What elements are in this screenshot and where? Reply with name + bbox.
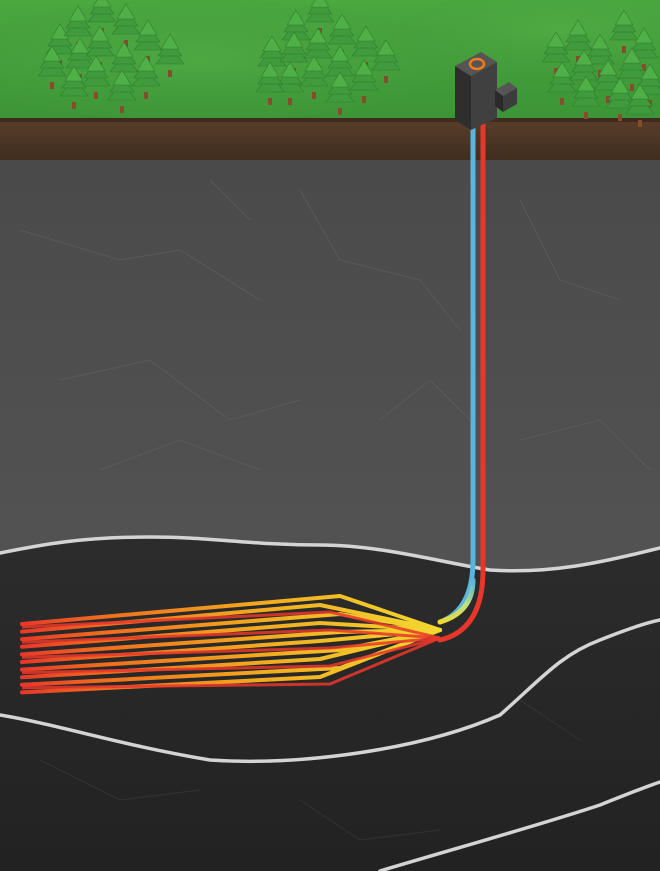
deep-boundary <box>378 780 660 871</box>
pine-tree-icon <box>279 31 309 75</box>
pine-tree-icon <box>255 61 285 105</box>
pine-tree-icon <box>155 33 185 77</box>
pine-tree-icon <box>593 59 623 103</box>
pine-tree-icon <box>87 0 117 35</box>
pine-tree-icon <box>81 55 111 99</box>
hot-lateral <box>21 636 441 675</box>
pine-tree-icon <box>109 41 139 85</box>
pine-tree-icon <box>563 19 593 63</box>
pine-tree-icon <box>59 65 89 109</box>
pine-tree-icon <box>63 5 93 49</box>
reservoir-top-boundary <box>0 535 660 573</box>
pine-tree-icon <box>617 47 647 91</box>
pine-tree-icon <box>625 83 655 127</box>
pine-tree-icon <box>349 59 379 103</box>
pine-tree-icon <box>111 3 141 47</box>
tree-group-center <box>255 0 401 115</box>
pine-tree-icon <box>275 61 305 105</box>
horizontal-well-lateral <box>20 594 442 632</box>
soil-layer <box>0 118 660 162</box>
pine-tree-icon <box>541 31 571 75</box>
turn-section <box>437 577 476 625</box>
pine-tree-icon <box>605 77 635 121</box>
hot-lateral <box>21 636 441 659</box>
pine-tree-icon <box>547 61 577 105</box>
pine-tree-icon <box>107 69 137 113</box>
reservoir-bottom-boundary <box>0 618 660 763</box>
pine-tree-icon <box>133 19 163 63</box>
production-well <box>437 122 486 643</box>
pine-tree-icon <box>325 45 355 89</box>
pine-tree-icon <box>131 55 161 99</box>
pine-tree-icon <box>371 39 401 83</box>
plant-ring <box>468 57 486 71</box>
pine-tree-icon <box>325 71 355 115</box>
tree-group-left <box>37 0 185 113</box>
pine-tree-icon <box>571 75 601 119</box>
upper-rock-layer <box>0 160 660 580</box>
pine-tree-icon <box>629 27 659 71</box>
pine-tree-icon <box>609 9 639 53</box>
hot-lateral <box>21 628 441 644</box>
pine-tree-icon <box>299 55 329 99</box>
hot-lateral <box>21 636 441 690</box>
power-plant-icon <box>455 52 517 130</box>
tree-group-right <box>541 9 660 127</box>
hot-lateral <box>21 610 441 640</box>
horizontal-wells <box>20 594 442 695</box>
forest <box>37 0 660 127</box>
reservoir-rock-layer <box>0 537 660 871</box>
hot-return-pipe <box>437 122 486 643</box>
pine-tree-icon <box>37 45 67 89</box>
pine-tree-icon <box>569 49 599 93</box>
rock-boundary-lines <box>0 535 660 871</box>
